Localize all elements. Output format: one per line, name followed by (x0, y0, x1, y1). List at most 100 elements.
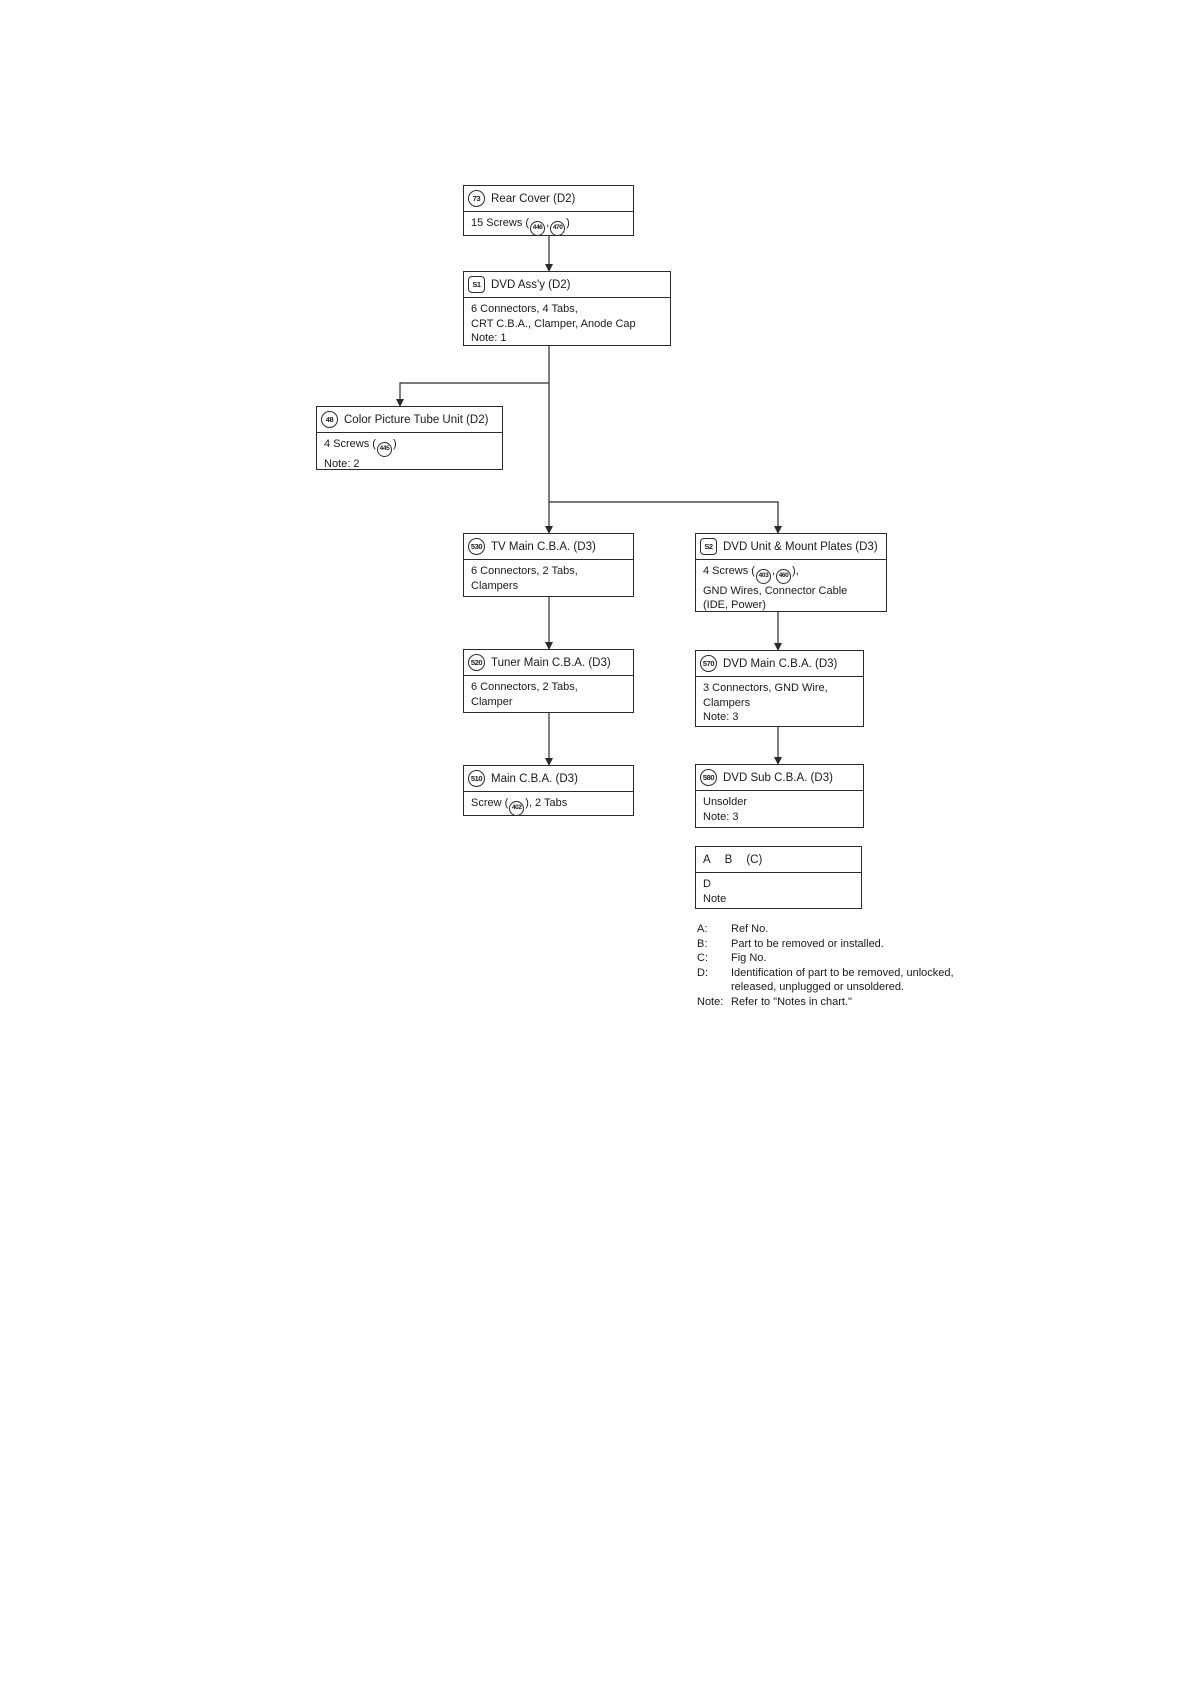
node-header: 73 Rear Cover (D2) (464, 186, 633, 212)
ref-number-badge: 510 (468, 770, 485, 787)
node-body: 15 Screws (446,470) (464, 212, 633, 236)
body-line: 6 Connectors, 2 Tabs, (471, 681, 578, 693)
body-line: Note: 3 (703, 810, 739, 823)
node-body: 4 Screws (403,460), GND Wires, Connector… (696, 560, 886, 613)
node-header: 48 Color Picture Tube Unit (D2) (317, 407, 502, 433)
legend-letter-a: A (703, 853, 711, 866)
node-rear-cover: 73 Rear Cover (D2) 15 Screws (446,470) (463, 185, 634, 236)
legend-key: C: (697, 952, 708, 965)
legend-text: Fig No. (731, 952, 767, 965)
legend-letter-b: B (724, 853, 733, 866)
ref-number-badge: S1 (468, 276, 485, 293)
node-body: Unsolder Note: 3 (696, 791, 863, 824)
body-text: Screw ( (471, 797, 509, 809)
ref-number-badge: 73 (468, 190, 485, 207)
body-text: ), (792, 565, 799, 577)
body-line: GND Wires, Connector Cable (703, 584, 848, 597)
node-main-cba: 510 Main C.B.A. (D3) Screw (402), 2 Tabs (463, 765, 634, 816)
node-title: Tuner Main C.B.A. (D3) (491, 656, 611, 669)
body-line: 3 Connectors, GND Wire, (703, 682, 828, 694)
body-line: Unsolder (703, 796, 748, 808)
node-dvd-main-cba: 570 DVD Main C.B.A. (D3) 3 Connectors, G… (695, 650, 864, 727)
legend-row: Note: Refer to "Notes in chart." (697, 995, 954, 1010)
body-text: , (546, 217, 550, 229)
body-text: 4 Screws ( (703, 565, 755, 577)
legend-key: A: (697, 923, 708, 935)
node-header: 520 Tuner Main C.B.A. (D3) (464, 650, 633, 676)
node-title: DVD Ass'y (D2) (491, 278, 571, 291)
body-line: Clamper (471, 695, 513, 708)
node-dvd-unit-mount-plates: S2 DVD Unit & Mount Plates (D3) 4 Screws… (695, 533, 887, 612)
screw-ref-badge: 402 (509, 800, 525, 816)
node-header: S1 DVD Ass'y (D2) (464, 272, 670, 298)
ref-number-badge: 530 (468, 538, 485, 555)
legend-text: released, unplugged or unsoldered. (731, 981, 905, 994)
node-title: DVD Sub C.B.A. (D3) (723, 771, 833, 784)
node-header: 530 TV Main C.B.A. (D3) (464, 534, 633, 560)
legend-text: Refer to "Notes in chart." (731, 995, 852, 1008)
legend-note: Note (703, 892, 727, 905)
node-title: DVD Main C.B.A. (D3) (723, 657, 838, 670)
node-color-picture-tube: 48 Color Picture Tube Unit (D2) 4 Screws… (316, 406, 503, 470)
body-line: Clampers (471, 579, 519, 592)
screw-ref-badge: 445 (376, 441, 392, 457)
node-body: 6 Connectors, 2 Tabs, Clamper (464, 676, 633, 709)
body-line: 6 Connectors, 4 Tabs, (471, 303, 578, 315)
node-header: S2 DVD Unit & Mount Plates (D3) (696, 534, 886, 560)
legend-body: D Note (696, 873, 861, 906)
body-text: ) (566, 217, 570, 229)
ref-number-badge: 520 (468, 654, 485, 671)
legend-row: A: Ref No. (697, 922, 954, 937)
screw-ref-badge: 470 (550, 220, 566, 236)
node-title: Rear Cover (D2) (491, 192, 576, 205)
node-dvd-sub-cba: 580 DVD Sub C.B.A. (D3) Unsolder Note: 3 (695, 764, 864, 828)
body-text: , (771, 565, 776, 577)
node-title: DVD Unit & Mount Plates (D3) (723, 540, 878, 553)
legend-letter-d: D (703, 878, 711, 890)
node-tuner-main-cba: 520 Tuner Main C.B.A. (D3) 6 Connectors,… (463, 649, 634, 713)
body-line: CRT C.B.A., Clamper, Anode Cap (471, 317, 636, 330)
body-text: ), 2 Tabs (525, 797, 568, 809)
node-tv-main-cba: 530 TV Main C.B.A. (D3) 6 Connectors, 2 … (463, 533, 634, 597)
node-body: 6 Connectors, 4 Tabs, CRT C.B.A., Clampe… (464, 298, 670, 346)
legend-header: A B (C) (696, 847, 861, 873)
node-body: 3 Connectors, GND Wire, Clampers Note: 3 (696, 677, 863, 725)
node-dvd-assy: S1 DVD Ass'y (D2) 6 Connectors, 4 Tabs, … (463, 271, 671, 346)
node-header: 570 DVD Main C.B.A. (D3) (696, 651, 863, 677)
legend-text: Ref No. (731, 923, 769, 935)
node-body: Screw (402), 2 Tabs (464, 792, 633, 816)
node-body: 6 Connectors, 2 Tabs, Clampers (464, 560, 633, 593)
body-line: Note: 1 (471, 332, 507, 344)
arrow-to-color-picture-tube (396, 382, 549, 407)
legend-row: B: Part to be removed or installed. (697, 937, 954, 952)
legend-row: C: Fig No. (697, 951, 954, 966)
node-header: 510 Main C.B.A. (D3) (464, 766, 633, 792)
body-text: ) (392, 438, 397, 450)
legend-row: released, unplugged or unsoldered. (697, 980, 954, 995)
ref-number-badge: 48 (321, 411, 338, 428)
screw-ref-badge: 446 (530, 220, 546, 236)
screw-ref-badge: 460 (776, 568, 792, 584)
node-body: 4 Screws (445) Note: 2 (317, 433, 502, 471)
legend-text: Identification of part to be removed, un… (731, 966, 954, 979)
ref-number-badge: S2 (700, 538, 717, 555)
arrow-to-dvd-unit (549, 501, 782, 534)
legend-box: A B (C) D Note (695, 846, 862, 909)
legend-key: Note: (697, 995, 724, 1008)
screw-ref-badge: 403 (755, 568, 771, 584)
ref-number-badge: 580 (700, 769, 717, 786)
legend-key (697, 980, 731, 995)
legend-text: Part to be removed or installed. (731, 937, 884, 950)
body-line: Note: 3 (703, 711, 739, 723)
legend-key: B: (697, 937, 708, 950)
body-line: (IDE, Power) (703, 599, 766, 612)
node-title: Main C.B.A. (D3) (491, 772, 578, 785)
body-line: 6 Connectors, 2 Tabs, (471, 565, 578, 577)
node-title: Color Picture Tube Unit (D2) (344, 413, 489, 426)
legend-row: D: Identification of part to be removed,… (697, 966, 954, 981)
legend-letter-c: (C) (746, 853, 763, 866)
body-text: 15 Screws ( (471, 217, 530, 229)
body-line: Note: 2 (324, 457, 360, 470)
body-text: 4 Screws ( (324, 438, 376, 450)
